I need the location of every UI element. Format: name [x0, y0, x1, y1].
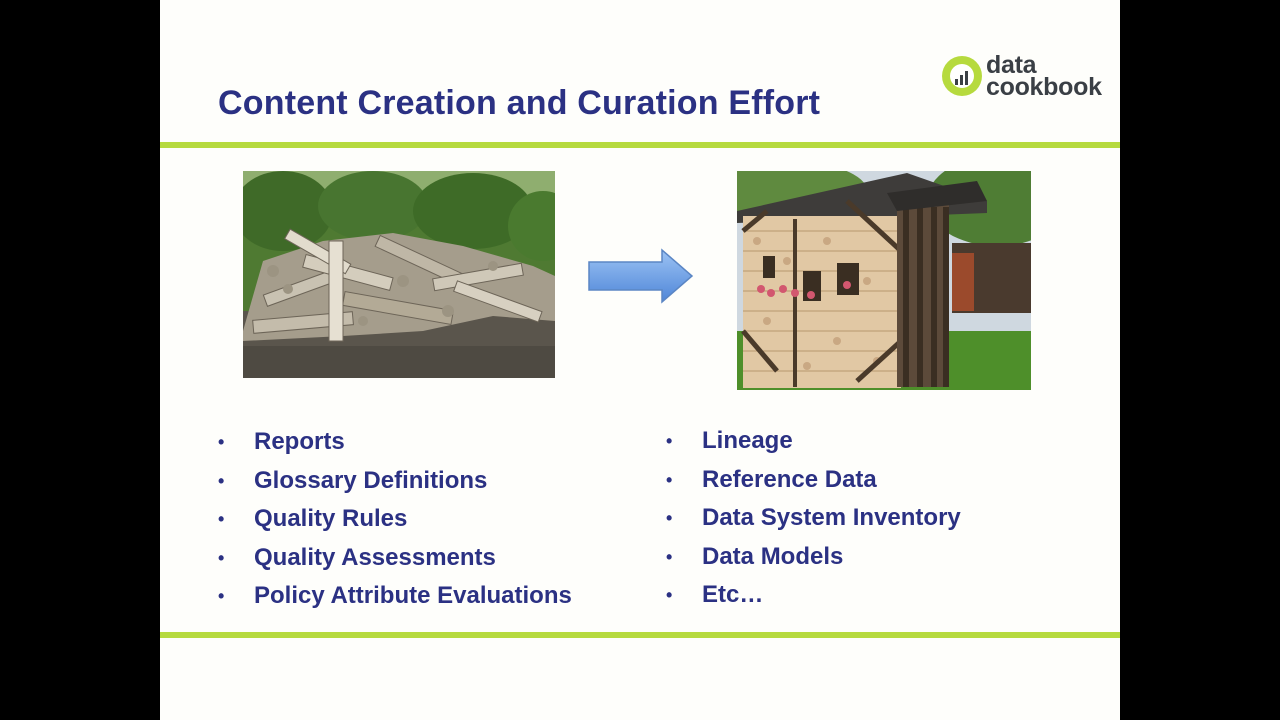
bar-chart-icon	[942, 56, 982, 96]
slide-title: Content Creation and Curation Effort	[218, 84, 821, 122]
slide: Content Creation and Curation Effort dat…	[160, 0, 1120, 720]
top-divider	[160, 142, 1120, 148]
log-pile-photo	[243, 171, 555, 378]
data-cookbook-logo: data cookbook	[940, 52, 1110, 104]
woodshed-photo	[737, 171, 1031, 390]
logo-text-line1: data	[986, 51, 1037, 79]
bottom-divider	[160, 632, 1120, 638]
right-arrow-icon	[588, 248, 694, 304]
logo-text-line2: cookbook	[986, 73, 1102, 101]
